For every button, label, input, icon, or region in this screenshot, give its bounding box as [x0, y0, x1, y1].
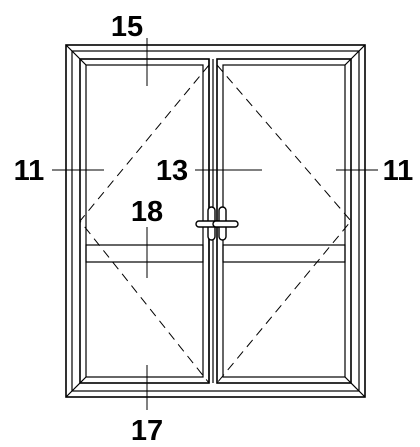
- right-lever: [212, 220, 239, 228]
- callout-labels: 15 11 13 11 18 17: [14, 11, 414, 447]
- miter-top-left: [65, 44, 87, 66]
- outer-frame-inner-edge: [71, 50, 360, 392]
- left-transom-rail: [85, 244, 204, 263]
- miter-top-right: [344, 44, 366, 66]
- outer-frame-edge: [65, 44, 366, 398]
- miter-bottom-right: [344, 376, 366, 398]
- right-swing-lines: [216, 64, 352, 384]
- callout-bottom-sill: 17: [131, 415, 163, 447]
- miter-bottom-left: [65, 376, 87, 398]
- callout-right-jamb: 11: [383, 155, 414, 187]
- right-leaf-glazing: [222, 64, 346, 378]
- left-swing-lines: [79, 64, 210, 384]
- callout-center-panel: 13: [156, 155, 188, 187]
- outer-frame: [65, 44, 366, 398]
- opening-indication: [79, 64, 352, 384]
- callout-transom-rail: 18: [131, 196, 163, 228]
- callout-left-jamb: 11: [14, 155, 45, 187]
- door-handles: [195, 206, 239, 241]
- leader-lines: [52, 38, 378, 410]
- callout-top-head: 15: [111, 11, 143, 43]
- right-transom-rail: [222, 244, 346, 263]
